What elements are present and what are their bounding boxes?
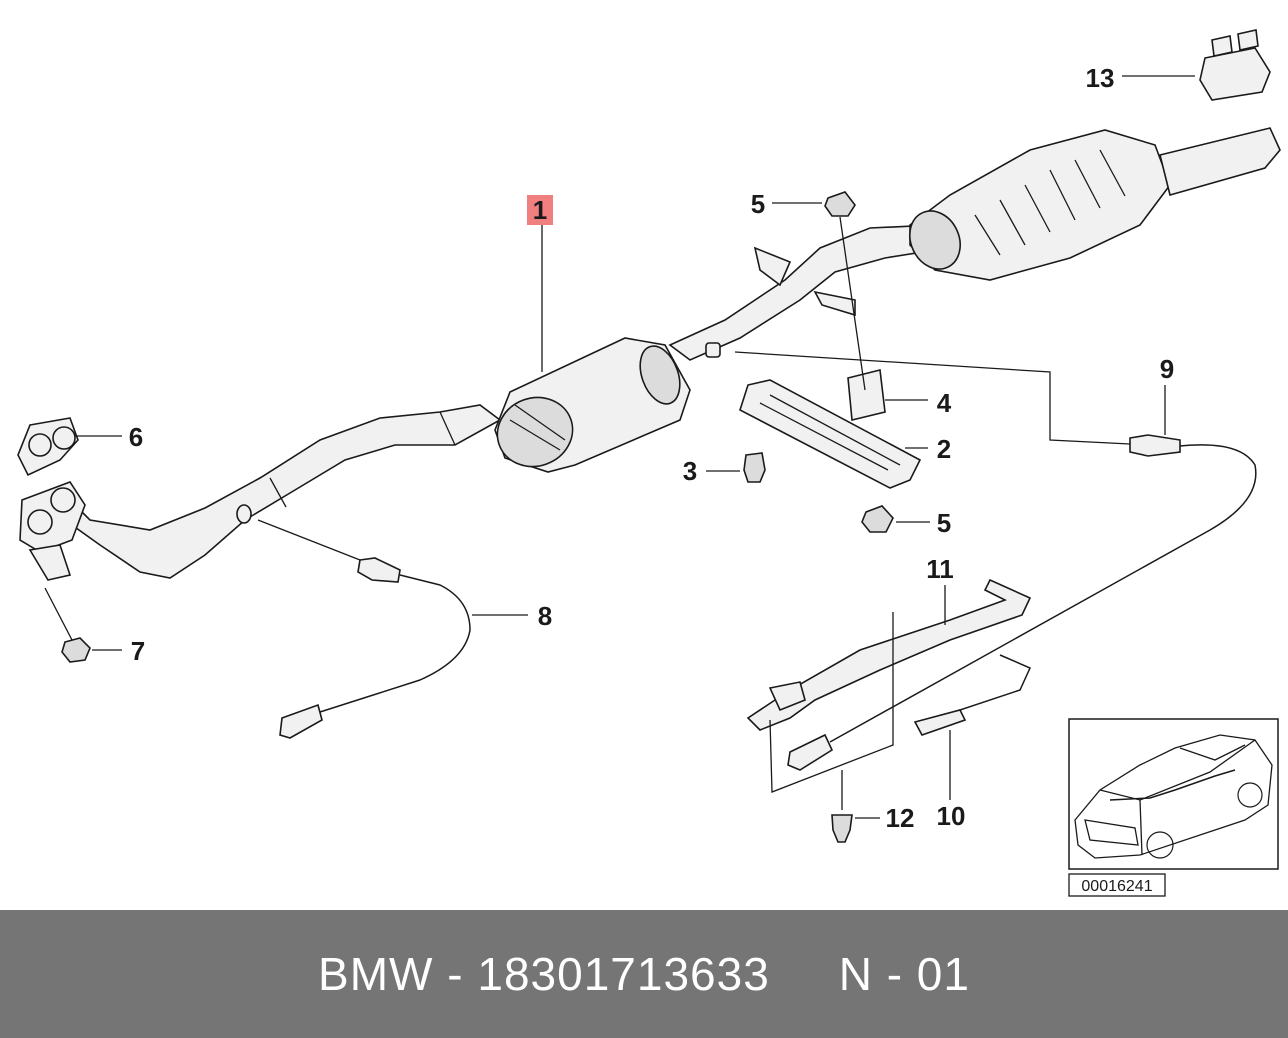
catalytic-converter-rear [909, 127, 1281, 281]
wiring-clip-part-10 [913, 654, 1031, 800]
manifold-flange [19, 481, 86, 581]
callout-12: 12 [886, 803, 915, 833]
callout-5-bottom: 5 [937, 508, 951, 538]
footer-text: BMW - 18301713633 N - 01 [318, 947, 970, 1001]
gasket-part-6 [17, 417, 122, 477]
middle-pipe [668, 225, 937, 361]
wiring-holder-part-11 [746, 578, 1032, 731]
footer-position: N - 01 [838, 948, 970, 1000]
catalytic-converter-front [494, 337, 691, 473]
inset-code-box [1068, 873, 1166, 897]
callout-8: 8 [538, 601, 552, 631]
vehicle-inset [1068, 718, 1279, 870]
nut-part-5-top [772, 191, 866, 391]
callout-13: 13 [1086, 63, 1115, 93]
footer-bar: BMW - 18301713633 N - 01 [0, 910, 1288, 1038]
callout-1: 1 [533, 195, 547, 225]
callout-6: 6 [129, 422, 143, 452]
footer-brand: BMW [318, 948, 434, 1000]
nut-part-5-bottom [861, 505, 930, 533]
exhaust-parts-diagram: 1 2 3 4 5 5 6 7 8 9 10 11 12 13 00016241 [17, 29, 1281, 897]
front-pipe [64, 404, 502, 579]
footer-gap [770, 948, 839, 1000]
callout-2: 2 [937, 434, 951, 464]
bracket-part-2 [739, 379, 928, 489]
callout-5-top: 5 [751, 189, 765, 219]
screw-part-12 [769, 612, 894, 843]
rubber-mount-part-4 [847, 369, 928, 421]
bolt-part-3 [706, 452, 766, 483]
oxygen-sensor-front [257, 519, 528, 739]
callout-10: 10 [937, 801, 966, 831]
nut-part-7 [44, 587, 122, 663]
footer-part-number: 18301713633 [477, 948, 770, 1000]
callout-4: 4 [937, 388, 952, 418]
highlight-box [527, 195, 553, 225]
callout-7: 7 [131, 636, 145, 666]
clamp-part-13 [1122, 29, 1271, 101]
callout-3: 3 [683, 456, 697, 486]
callout-9: 9 [1160, 354, 1174, 384]
callout-11: 11 [926, 554, 954, 584]
footer-separator: - [433, 948, 478, 1000]
inset-code: 00016241 [1081, 878, 1152, 895]
oxygen-sensor-rear [734, 351, 1257, 771]
